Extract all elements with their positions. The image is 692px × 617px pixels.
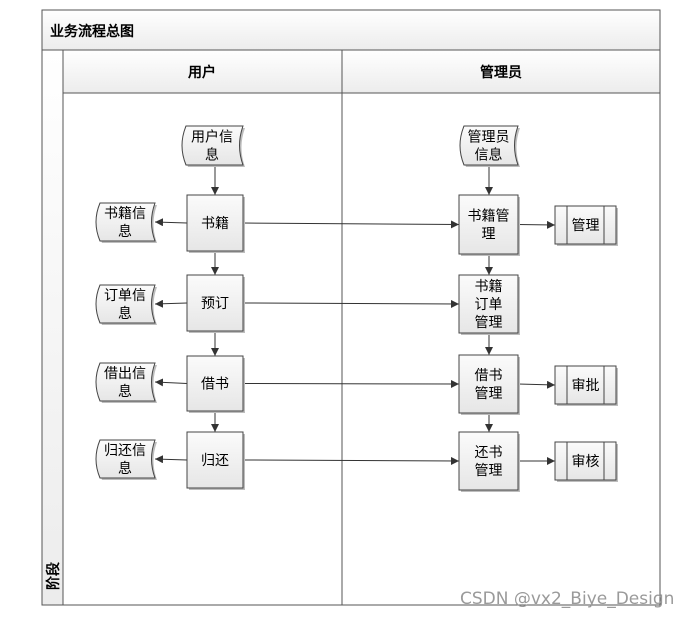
edge-borrow_mgmt-to-approve: [517, 380, 556, 389]
node-books: 书籍: [186, 194, 245, 253]
node-label-line: 借书: [201, 377, 229, 393]
node-label-line: 息: [118, 460, 132, 477]
watermark: CSDN @vx2_Biye_Design: [460, 589, 674, 609]
process-box: [186, 355, 244, 412]
node-label-line: 归还: [201, 452, 229, 469]
node-approve: 审批: [554, 365, 618, 406]
diagram-title: 业务流程总图: [50, 23, 134, 40]
edge-return_book-to-return_info: [154, 455, 188, 464]
node-borrow: 借书: [186, 355, 245, 413]
node-label-line: 书籍管: [468, 208, 510, 225]
nodes-layer: 用户信息书籍预订借书归还书籍信息订单信息借出信息归还信息管理员信息书籍管理书籍订…: [95, 125, 618, 492]
edges-layer: [154, 165, 556, 465]
process-box: [458, 274, 519, 334]
node-return-book: 归还: [186, 431, 245, 490]
process-box: [458, 194, 519, 255]
edge-book_mgmt-to-manage: [517, 220, 556, 229]
subprocess-box: [554, 365, 617, 405]
node-label-line: 订单: [475, 297, 503, 313]
node-label-line: 理: [482, 227, 496, 243]
node-label-line: 信息: [475, 147, 503, 164]
document-shape: [95, 362, 156, 402]
edge-borrow-to-borrow_info: [154, 378, 188, 387]
edge-reserve-to-order_info: [154, 299, 188, 308]
node-label-line: 管理: [572, 218, 600, 234]
subprocess-box: [554, 441, 617, 481]
node-label-line: 书籍: [475, 278, 503, 295]
document-shape: [95, 439, 156, 479]
edge-reserve-to-order_mgmt: [242, 299, 460, 308]
process-box: [186, 431, 244, 489]
node-label-line: 息: [118, 383, 132, 400]
node-label-line: 借出信: [104, 366, 146, 382]
node-label-line: 息: [118, 223, 132, 240]
document-shape: [459, 125, 519, 166]
node-label-line: 订单信: [104, 288, 146, 304]
node-label-line: 审批: [572, 378, 600, 394]
document-shape: [95, 284, 156, 324]
node-label-line: 息: [205, 147, 219, 164]
node-label-line: 管理员: [468, 130, 510, 146]
process-box: [186, 274, 244, 332]
node-label-line: 预订: [201, 296, 229, 312]
node-label-line: 书籍信: [104, 205, 146, 222]
node-label-line: 用户信: [191, 129, 233, 146]
node-label-line: 管理: [475, 315, 503, 331]
edge-books-to-book_mgmt: [242, 220, 460, 229]
node-label-line: 审核: [572, 454, 600, 470]
stage-label: 阶段: [45, 562, 62, 590]
node-manage: 管理: [554, 205, 618, 246]
document-shape: [95, 202, 156, 242]
document-shape: [181, 125, 244, 166]
node-label-line: 书籍: [201, 215, 229, 232]
node-label-line: 还书: [475, 445, 503, 461]
edge-books-to-book_info: [154, 218, 188, 227]
lane-header-user: 用户: [188, 64, 216, 81]
node-label-line: 管理: [475, 386, 503, 402]
node-label-line: 息: [118, 305, 132, 322]
process-box: [458, 354, 519, 414]
lane-header-admin: 管理员: [480, 64, 522, 81]
node-audit: 审核: [554, 441, 618, 482]
node-label-line: 管理: [475, 463, 503, 479]
subprocess-box: [554, 205, 617, 245]
edge-return_book-to-return_mgmt: [242, 456, 460, 465]
node-reserve: 预订: [186, 274, 245, 333]
node-label-line: 借书: [475, 368, 503, 384]
process-box: [458, 431, 519, 491]
node-label-line: 归还信: [104, 442, 146, 459]
edge-borrow-to-borrow_mgmt: [242, 379, 460, 388]
process-box: [186, 194, 244, 252]
